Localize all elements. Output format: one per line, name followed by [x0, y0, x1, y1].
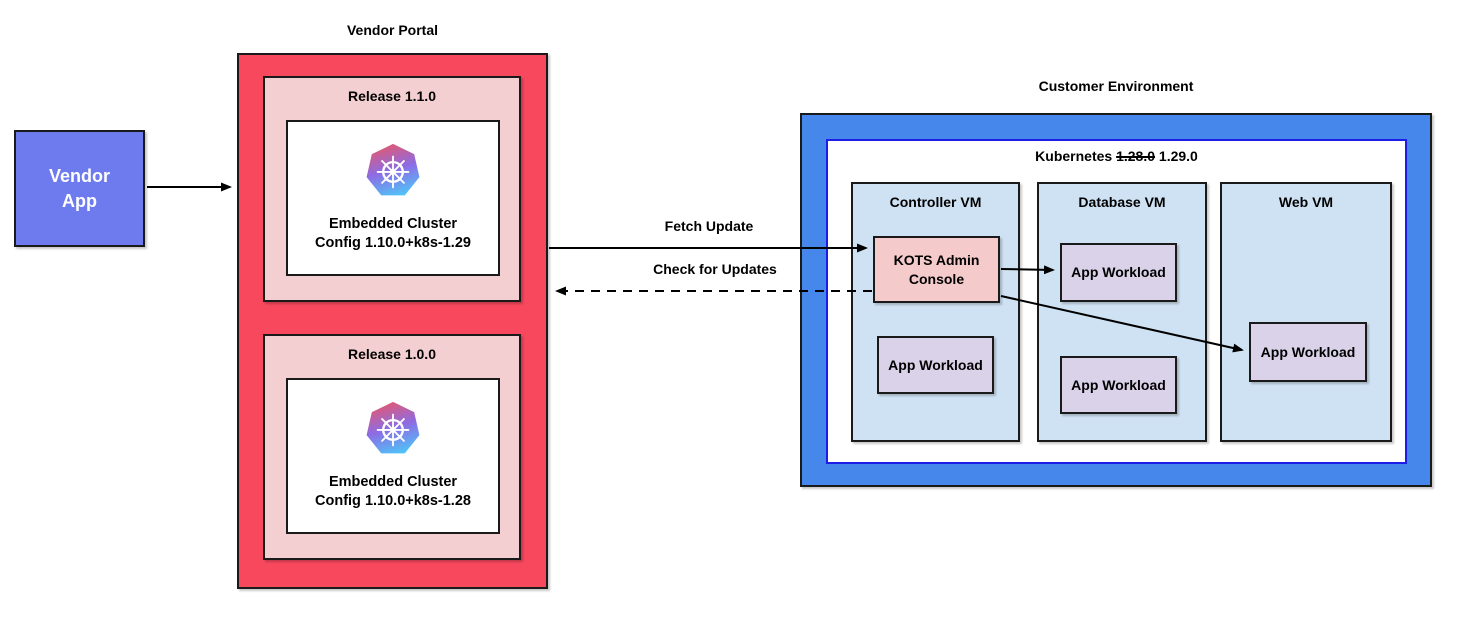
config-line1: Embedded Cluster — [328, 216, 458, 233]
kubernetes-old-version: 1.28.0 — [1116, 148, 1156, 164]
web-vm-box: Web VM — [1220, 182, 1392, 442]
kubernetes-label-prefix: Kubernetes — [1035, 148, 1113, 164]
kubernetes-icon — [366, 402, 420, 454]
release-1-1-0-box: Release 1.1.0 — [263, 76, 521, 302]
embedded-cluster-config-label: Embedded Cluster Config 1.10.0+k8s-1.28 — [315, 473, 471, 511]
kubernetes-version-label: Kubernetes 1.28.0 1.29.0 — [826, 148, 1407, 166]
database-vm-title: Database VM — [1078, 194, 1166, 210]
embedded-cluster-config-box: Embedded Cluster Config 1.10.0+k8s-1.29 — [286, 120, 500, 276]
app-workload-box: App Workload — [1060, 356, 1177, 414]
kubernetes-new-version: 1.29.0 — [1158, 148, 1198, 164]
controller-vm-title: Controller VM — [889, 194, 982, 210]
vendor-portal-title: Vendor Portal — [346, 22, 439, 38]
embedded-cluster-config-label: Embedded Cluster Config 1.10.0+k8s-1.29 — [315, 215, 471, 253]
release-1-0-0-title: Release 1.0.0 — [348, 346, 436, 362]
vendor-app-label: Vendor App — [48, 166, 110, 211]
controller-vm-box: Controller VM — [851, 182, 1020, 442]
kots-admin-console-box: KOTS Admin Console — [873, 236, 1000, 303]
check-for-updates-label: Check for Updates — [653, 261, 777, 277]
embedded-cluster-config-box: Embedded Cluster Config 1.10.0+k8s-1.28 — [286, 378, 500, 534]
release-1-0-0-box: Release 1.0.0 — [263, 334, 521, 560]
fetch-update-label: Fetch Update — [664, 218, 754, 234]
app-workload-box: App Workload — [1249, 322, 1367, 382]
app-workload-box: App Workload — [877, 336, 994, 394]
kubernetes-icon — [366, 144, 420, 196]
config-line2: Config 1.10.0+k8s-1.29 — [315, 235, 471, 251]
config-line2: Config 1.10.0+k8s-1.28 — [315, 493, 471, 509]
customer-environment-title: Customer Environment — [1038, 78, 1194, 94]
vendor-app-box: Vendor App — [14, 130, 145, 247]
web-vm-title: Web VM — [1278, 194, 1334, 210]
app-workload-box: App Workload — [1060, 243, 1177, 302]
config-line1: Embedded Cluster — [328, 474, 458, 491]
release-1-1-0-title: Release 1.1.0 — [348, 88, 436, 104]
